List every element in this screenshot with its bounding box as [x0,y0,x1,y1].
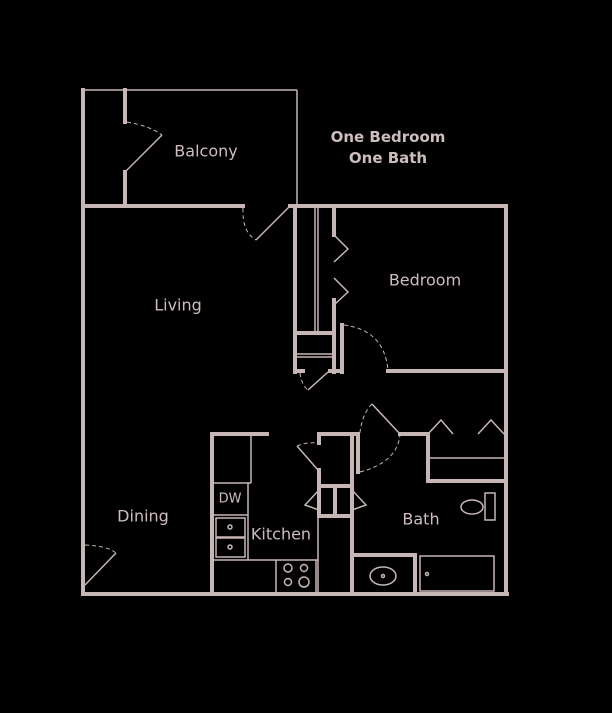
balcony-door [124,134,163,173]
balcony [83,88,298,208]
plan-title-line2: One Bath [348,149,428,167]
stove-burners [283,563,310,588]
bathtub [419,555,495,592]
bath-sink [369,566,397,586]
bathroom [350,492,496,596]
dining-door [84,544,117,586]
kitchen [210,432,318,596]
sink-basin [215,517,246,538]
room-label-bedroom: Bedroom [388,270,462,290]
dishwasher-label: DW [218,491,242,507]
plan-title-line1: One Bedroom [330,128,446,146]
pantry [296,432,368,596]
room-label-bath: Bath [402,509,440,529]
sink-basin [215,537,246,558]
room-label-living: Living [154,295,202,315]
bath-door [356,403,401,474]
toilet [460,499,484,515]
entry-door [242,205,291,241]
room-label-dining: Dining [117,506,169,526]
room-label-balcony: Balcony [174,141,238,161]
bedroom-closet [293,204,508,391]
exterior-walls [81,88,509,596]
room-label-kitchen: Kitchen [250,524,312,544]
hall-closet [398,418,508,483]
